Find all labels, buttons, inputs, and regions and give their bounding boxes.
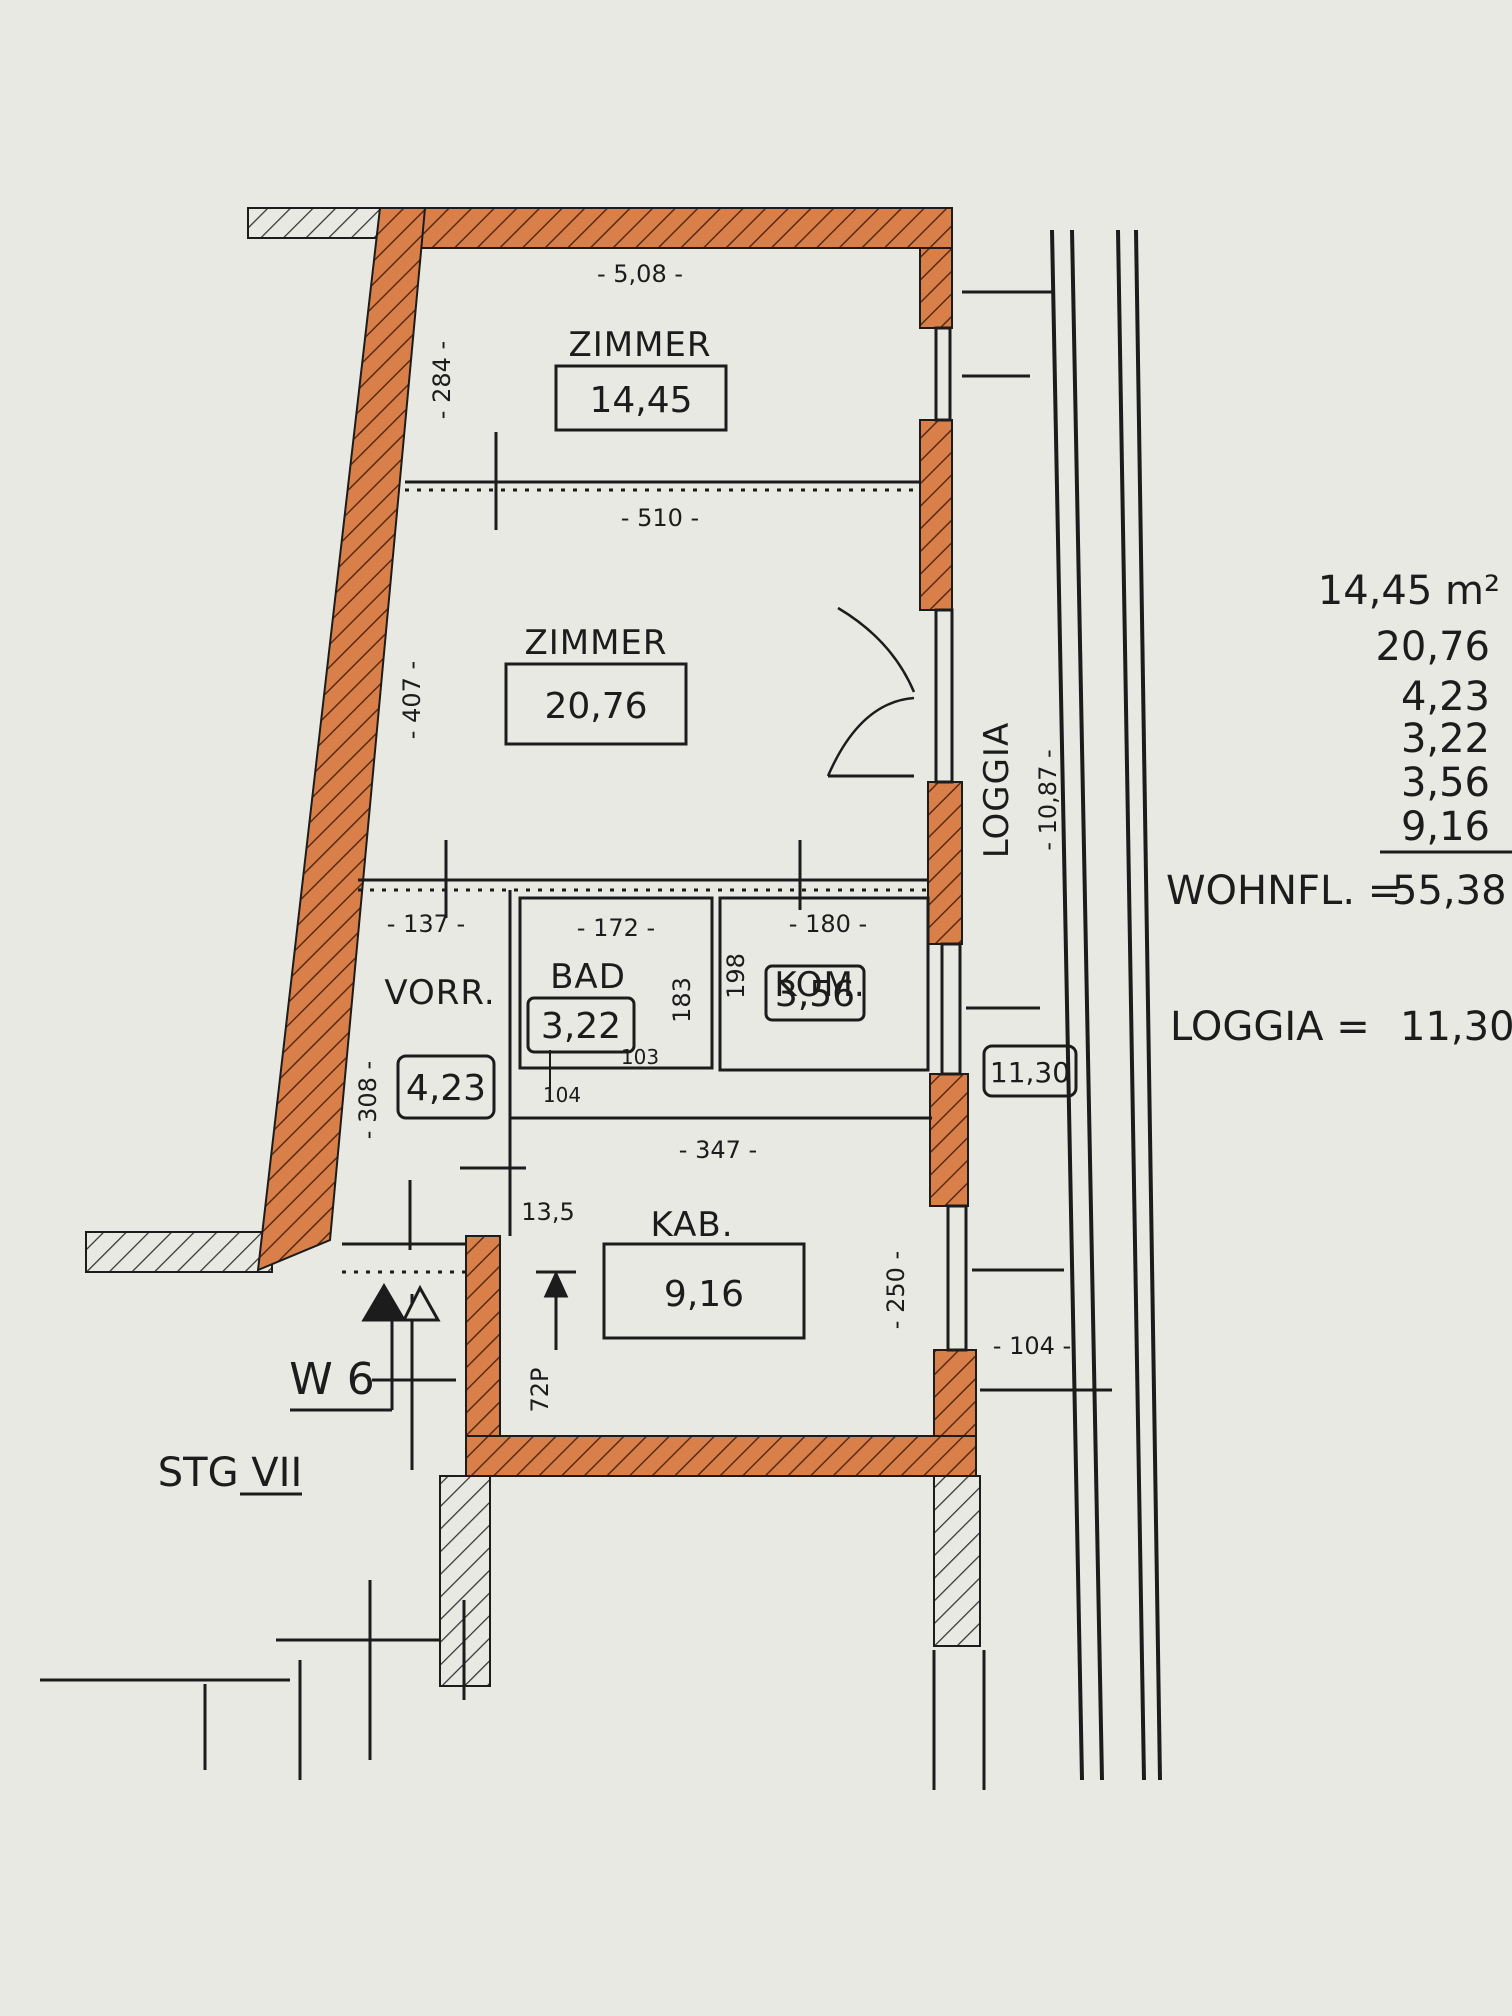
room-area-kammer: 3,56	[775, 974, 855, 1015]
room-name-zimmer-main: ZIMMER	[524, 623, 667, 663]
dimensions: - 5,08 - - 284 - - 510 - - 407 - - 137 -…	[354, 260, 1071, 1413]
dim-loggia-width: - 104 -	[993, 1332, 1071, 1360]
room-area-vorraum: 4,23	[406, 1068, 486, 1109]
room-name-vorraum: VORR.	[384, 973, 495, 1013]
dim-vorraum-height: - 308 -	[354, 1061, 382, 1139]
dim-vorraum-width: - 137 -	[387, 910, 465, 938]
room-area-loggia: 11,30	[990, 1056, 1070, 1089]
summary-area-3: 3,22	[1401, 716, 1490, 762]
summary-loggia-value: 11,30	[1400, 1004, 1512, 1050]
entrance-label: W 6	[289, 1354, 375, 1405]
dim-kammer-height: 198	[722, 953, 750, 999]
room-name-kabinett: KAB.	[650, 1205, 733, 1245]
dim-bad-width: - 172 -	[577, 914, 655, 942]
dim-mid-height: - 407 -	[398, 661, 426, 739]
dim-door-height: 72P	[526, 1367, 554, 1412]
dim-loggia-length: - 10,87 -	[1034, 749, 1062, 850]
interior-lines	[40, 229, 1162, 1790]
dim-mid-width: - 510 -	[621, 504, 699, 532]
room-name-kammer: KOM.	[774, 965, 865, 1005]
summary-loggia-label: LOGGIA =	[1170, 1004, 1370, 1050]
dim-top-height: - 284 -	[428, 341, 456, 419]
room-area-zimmer-top: 14,45	[589, 380, 692, 421]
summary-area-1: 20,76	[1375, 624, 1490, 670]
dim-top-width: - 5,08 -	[597, 260, 683, 288]
area-box-loggia	[982, 1044, 1078, 1098]
summary-area-4: 3,56	[1401, 760, 1490, 806]
area-boxes	[396, 364, 1078, 1340]
exterior-walls	[256, 207, 977, 1477]
dim-bad-inner: 103	[621, 1045, 659, 1069]
area-box-zimmer-main	[504, 662, 688, 746]
area-box-vorraum	[396, 1054, 496, 1120]
room-area-zimmer-main: 20,76	[544, 686, 647, 727]
area-box-kabinett	[602, 1242, 806, 1340]
dim-bad-height: 183	[668, 977, 696, 1023]
summary-area-2: 4,23	[1401, 674, 1490, 720]
summary-area-0: 14,45 m²	[1318, 568, 1500, 614]
summary-wohnfl-value: 55,38	[1392, 868, 1507, 914]
summary-wohnfl-label: WOHNFL. =	[1166, 868, 1401, 914]
room-name-bad: BAD	[550, 957, 626, 997]
room-name-loggia: LOGGIA	[977, 722, 1017, 858]
dim-bad-bottom: 104	[543, 1083, 581, 1107]
room-name-zimmer-top: ZIMMER	[568, 325, 711, 365]
dim-step: 13,5	[521, 1198, 574, 1226]
summary-area-5: 9,16	[1401, 804, 1490, 850]
dim-kab-width: - 347 -	[679, 1136, 757, 1164]
area-box-kammer	[764, 964, 866, 1022]
dim-kammer-width: - 180 -	[789, 910, 867, 938]
area-box-zimmer-top	[554, 364, 728, 432]
dim-kab-height: - 250 -	[882, 1251, 910, 1329]
room-area-bad: 3,22	[541, 1006, 621, 1047]
area-summary: 14,45 m² 20,76 4,23 3,22 3,56 9,16 WOHNF…	[1166, 568, 1512, 1050]
area-box-bad	[526, 996, 636, 1054]
stair-label: STG VII	[158, 1450, 303, 1496]
room-area-kabinett: 9,16	[664, 1274, 744, 1315]
